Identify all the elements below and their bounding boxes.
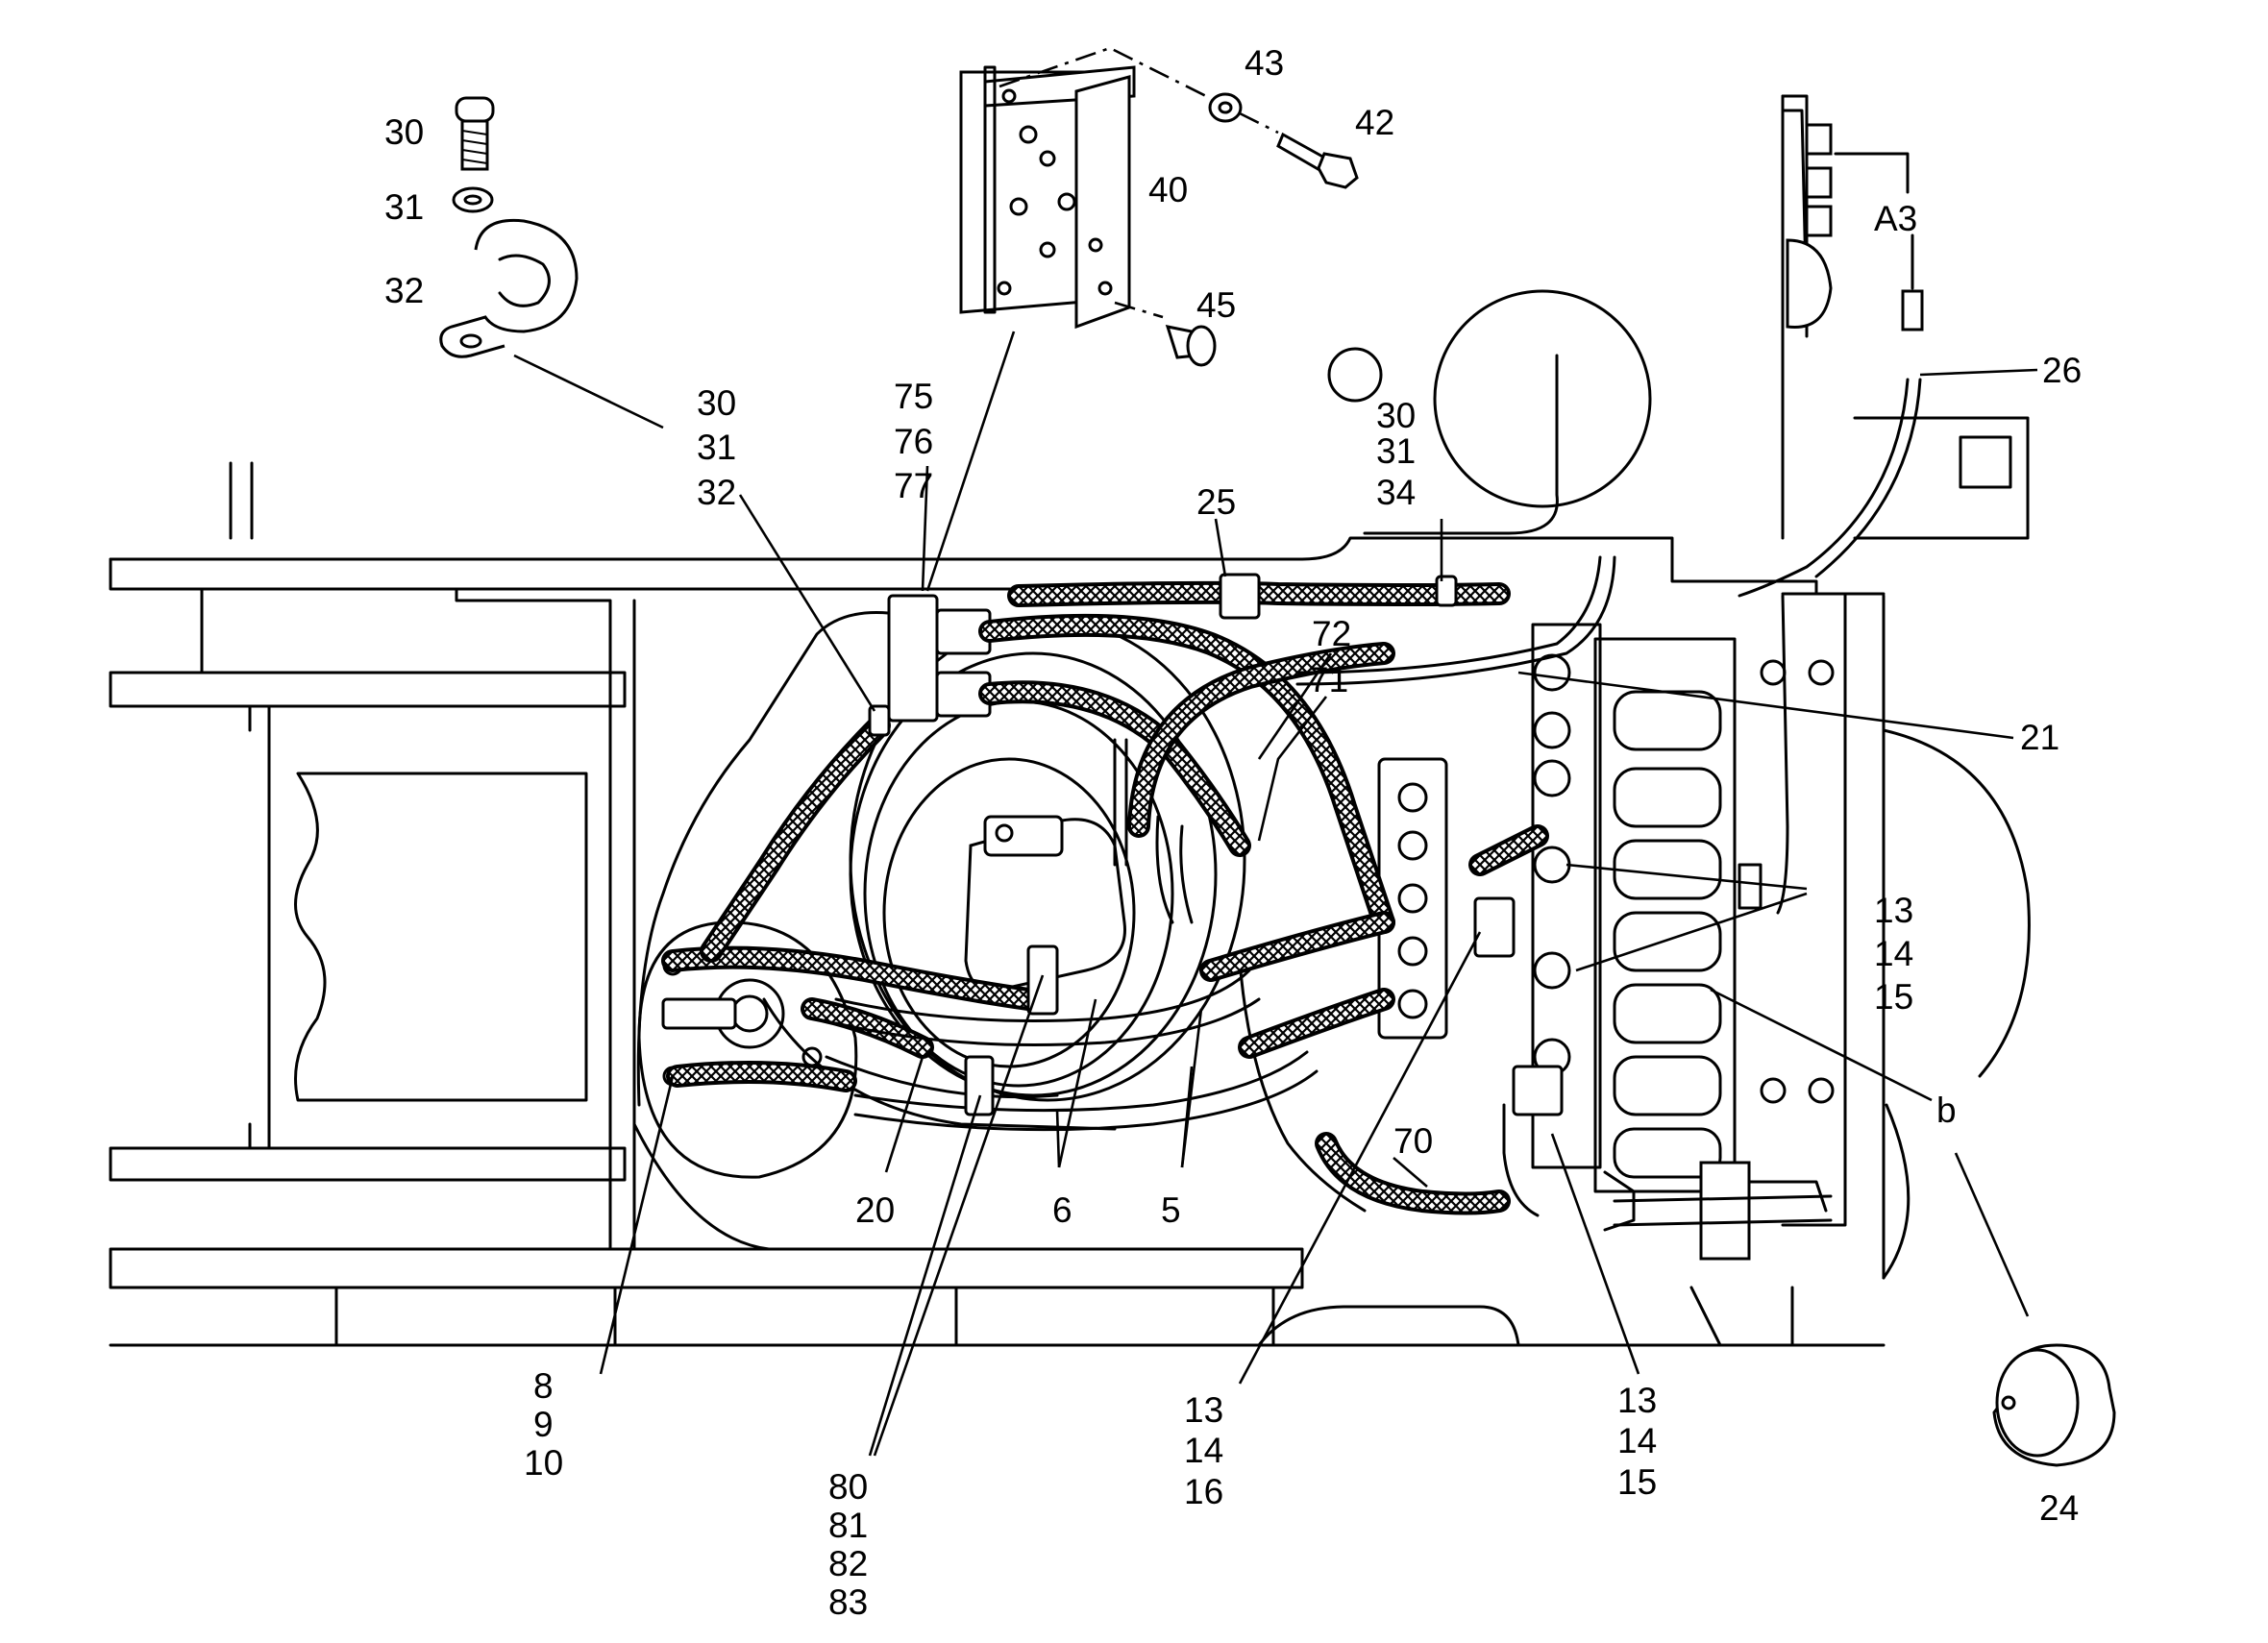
callout-45: 45 <box>1196 285 1236 325</box>
hydraulic-hoses <box>661 378 1922 1215</box>
callout-31-left: 31 <box>697 428 736 467</box>
callout-71: 71 <box>1309 660 1348 699</box>
callout-15-bottom: 15 <box>1617 1462 1657 1502</box>
clamp-detail-assembly <box>439 96 664 429</box>
bolt-30 <box>455 96 495 171</box>
callout-13-bottom: 13 <box>1617 1381 1657 1420</box>
callout-14-mid: 14 <box>1184 1431 1223 1470</box>
callout-b: b <box>1936 1091 1957 1130</box>
callout-9: 9 <box>533 1405 554 1444</box>
callout-81: 81 <box>828 1506 868 1545</box>
bolt-42 <box>1239 111 1359 189</box>
callout-43: 43 <box>1245 43 1284 83</box>
callout-21: 21 <box>2020 718 2059 757</box>
callout-8: 8 <box>533 1366 554 1406</box>
callout-40: 40 <box>1148 170 1188 209</box>
callout-13-right: 13 <box>1874 891 1913 930</box>
callout-32-left: 32 <box>697 473 736 512</box>
swing-gear-assembly <box>632 611 1367 1251</box>
callout-5: 5 <box>1161 1190 1181 1230</box>
machine-frame <box>109 94 2031 1347</box>
washer-43 <box>1208 92 1243 123</box>
callout-72: 72 <box>1312 614 1351 653</box>
callout-32-top: 32 <box>384 271 424 310</box>
valve-ports <box>1533 653 1571 1076</box>
swivel-joint <box>637 920 858 1179</box>
callout-77: 77 <box>894 466 933 505</box>
leader-lines <box>599 465 2030 1457</box>
callout-26: 26 <box>2042 351 2082 390</box>
upper-manifold <box>887 594 992 723</box>
callout-10: 10 <box>524 1443 563 1483</box>
callout-75: 75 <box>894 377 933 416</box>
callout-14-right: 14 <box>1874 934 1913 973</box>
callout-70: 70 <box>1393 1121 1433 1161</box>
callout-30-left: 30 <box>697 383 736 423</box>
callout-14-bottom: 14 <box>1617 1421 1657 1460</box>
electrical-component-a3 <box>1781 109 2038 377</box>
callout-80: 80 <box>828 1467 868 1507</box>
callout-82: 82 <box>828 1544 868 1583</box>
washer-31 <box>452 186 494 213</box>
valve-bracket-40 <box>925 46 1207 592</box>
callout-13-mid: 13 <box>1184 1390 1223 1430</box>
callout-25: 25 <box>1196 482 1236 522</box>
callout-76: 76 <box>894 422 933 461</box>
plug-45 <box>1165 325 1217 367</box>
callout-30-top: 30 <box>384 112 424 152</box>
callout-83: 83 <box>828 1582 868 1622</box>
callout-a3: A3 <box>1874 199 1917 238</box>
callout-15-right: 15 <box>1874 977 1913 1017</box>
callout-34: 34 <box>1376 473 1416 512</box>
callout-30-right: 30 <box>1376 396 1416 435</box>
control-valve-bank <box>1531 623 1835 1261</box>
callout-6: 6 <box>1052 1190 1072 1230</box>
valve-spools <box>1613 690 1722 1179</box>
callout-42: 42 <box>1355 103 1394 142</box>
manifold-block <box>1377 757 1564 1217</box>
callout-labels: 30 31 32 43 42 40 45 A3 26 30 31 32 75 7… <box>384 43 2082 1622</box>
cap-24 <box>1992 1343 2116 1467</box>
callout-24: 24 <box>2039 1488 2079 1528</box>
callout-31-top: 31 <box>384 187 424 227</box>
clamp-32 <box>439 218 579 358</box>
callout-31-right: 31 <box>1376 431 1416 471</box>
callout-20: 20 <box>855 1190 895 1230</box>
callout-16: 16 <box>1184 1472 1223 1511</box>
